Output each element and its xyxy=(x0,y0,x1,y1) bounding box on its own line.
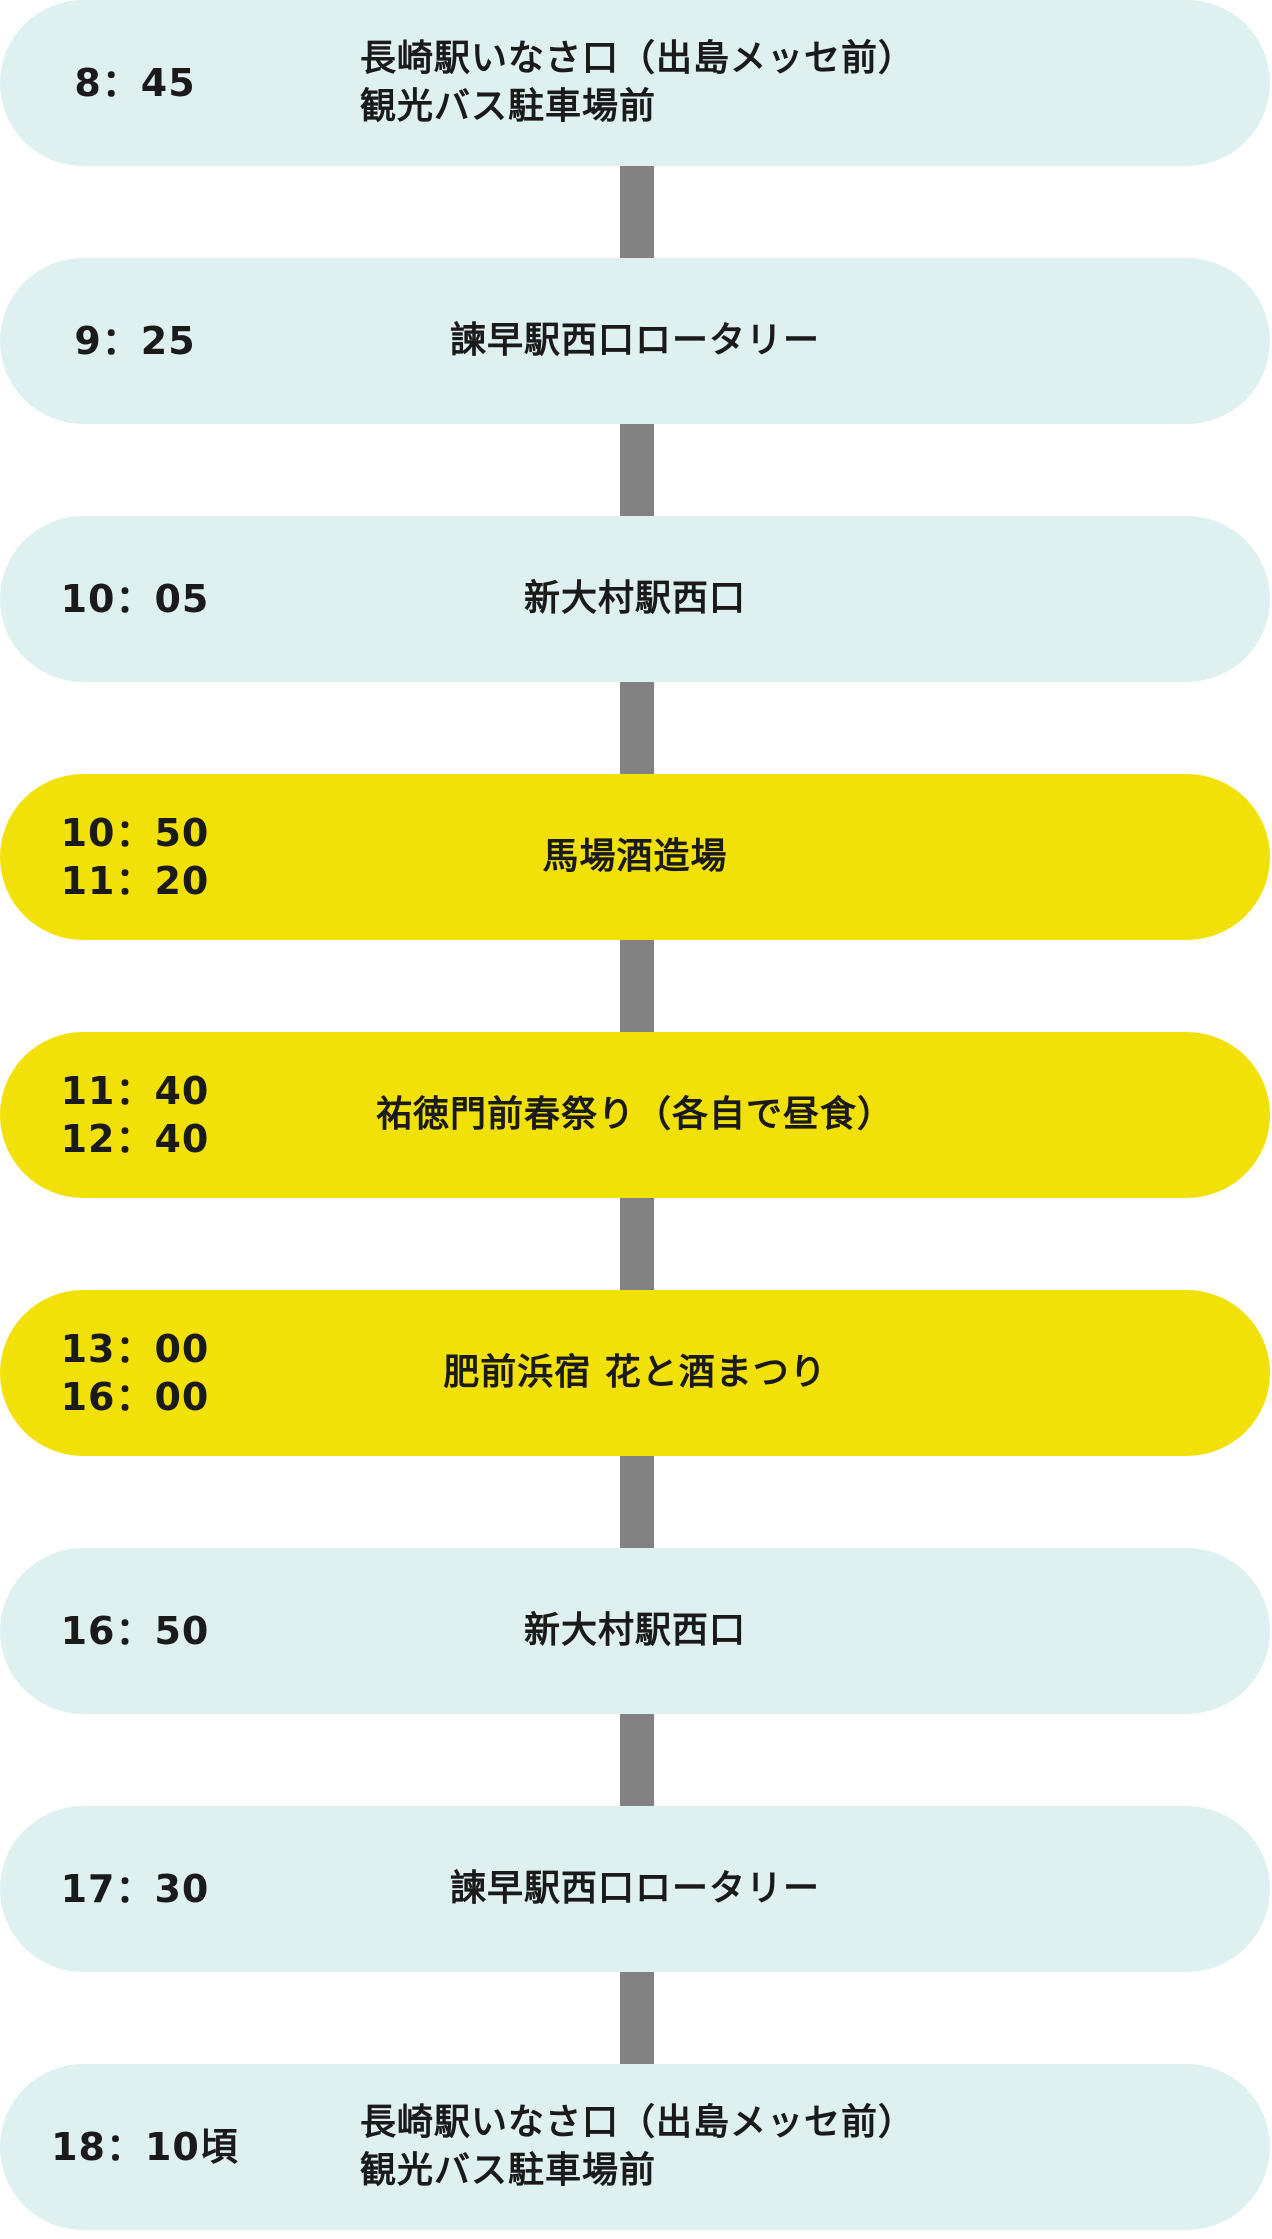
stop-time: 16：50 xyxy=(30,1548,240,1714)
stop-place-line1: 新大村駅西口 xyxy=(523,1610,746,1651)
stop-place-line1: 新大村駅西口 xyxy=(523,578,746,619)
stop-time-start: 18：10頃 xyxy=(51,2125,239,2169)
stop-item-event: 10：50 11：20 馬場酒造場 xyxy=(0,774,1270,940)
stop-time: 18：10頃 xyxy=(40,2064,250,2230)
stop-time-start: 11：40 xyxy=(60,1069,210,1113)
stop-time: 10：05 xyxy=(30,516,240,682)
stop-time-end: 12：40 xyxy=(60,1117,210,1161)
stop-time-end: 11：20 xyxy=(60,859,210,903)
stop-time-start: 8：45 xyxy=(74,61,196,105)
stop-place: 諫早駅西口ロータリー xyxy=(240,1806,1030,1972)
stop-place: 長崎駅いなさ口（出島メッセ前） 観光バス駐車場前 xyxy=(360,2064,1030,2230)
stop-place-line1: 諫早駅西口ロータリー xyxy=(449,320,820,361)
stop-place: 肥前浜宿 花と酒まつり xyxy=(240,1290,1030,1456)
stop-item: 10：05 新大村駅西口 xyxy=(0,516,1270,682)
stop-place-line1: 肥前浜宿 花と酒まつり xyxy=(443,1352,827,1393)
timeline-connector xyxy=(620,1972,654,2064)
stop-time: 11：40 12：40 xyxy=(30,1032,240,1198)
timeline-connector xyxy=(620,1714,654,1806)
stop-item: 17：30 諫早駅西口ロータリー xyxy=(0,1806,1270,1972)
stop-place-line2: 観光バス駐車場前 xyxy=(360,86,657,127)
stop-time-start: 13：00 xyxy=(60,1327,210,1371)
timeline-connector xyxy=(620,940,654,1032)
stop-place-line1: 長崎駅いなさ口（出島メッセ前） xyxy=(360,2102,916,2143)
timeline-connector xyxy=(620,682,654,774)
stop-place: 諫早駅西口ロータリー xyxy=(240,258,1030,424)
stop-item-event: 13：00 16：00 肥前浜宿 花と酒まつり xyxy=(0,1290,1270,1456)
stop-item: 9：25 諫早駅西口ロータリー xyxy=(0,258,1270,424)
stop-place: 長崎駅いなさ口（出島メッセ前） 観光バス駐車場前 xyxy=(360,0,1030,166)
stop-place: 新大村駅西口 xyxy=(240,516,1030,682)
stop-item: 8：45 長崎駅いなさ口（出島メッセ前） 観光バス駐車場前 xyxy=(0,0,1270,166)
timeline-connector xyxy=(620,424,654,516)
stop-time-start: 17：30 xyxy=(60,1867,210,1911)
stop-time-start: 16：50 xyxy=(60,1609,210,1653)
stop-time-end: 16：00 xyxy=(60,1375,210,1419)
stop-time: 8：45 xyxy=(30,0,240,166)
timeline-connector xyxy=(620,166,654,258)
stop-place-line2: 観光バス駐車場前 xyxy=(360,2150,657,2191)
stop-time: 13：00 16：00 xyxy=(30,1290,240,1456)
stop-time: 10：50 11：20 xyxy=(30,774,240,940)
stop-item: 18：10頃 長崎駅いなさ口（出島メッセ前） 観光バス駐車場前 xyxy=(0,2064,1270,2230)
stop-place-line1: 諫早駅西口ロータリー xyxy=(449,1868,820,1909)
stop-place: 祐徳門前春祭り（各自で昼食） xyxy=(240,1032,1030,1198)
stop-place-line1: 祐徳門前春祭り（各自で昼食） xyxy=(375,1094,894,1135)
stop-time-start: 10：50 xyxy=(60,811,210,855)
stop-time: 17：30 xyxy=(30,1806,240,1972)
stop-place-line1: 長崎駅いなさ口（出島メッセ前） xyxy=(360,38,916,79)
timeline-connector xyxy=(620,1198,654,1290)
stop-time-start: 10：05 xyxy=(60,577,210,621)
stop-place-line1: 馬場酒造場 xyxy=(542,836,728,877)
stop-item: 16：50 新大村駅西口 xyxy=(0,1548,1270,1714)
stop-time: 9：25 xyxy=(30,258,240,424)
stop-place: 新大村駅西口 xyxy=(240,1548,1030,1714)
stop-place: 馬場酒造場 xyxy=(240,774,1030,940)
stop-item-event: 11：40 12：40 祐徳門前春祭り（各自で昼食） xyxy=(0,1032,1270,1198)
stop-time-start: 9：25 xyxy=(74,319,196,363)
timeline-connector xyxy=(620,1456,654,1548)
